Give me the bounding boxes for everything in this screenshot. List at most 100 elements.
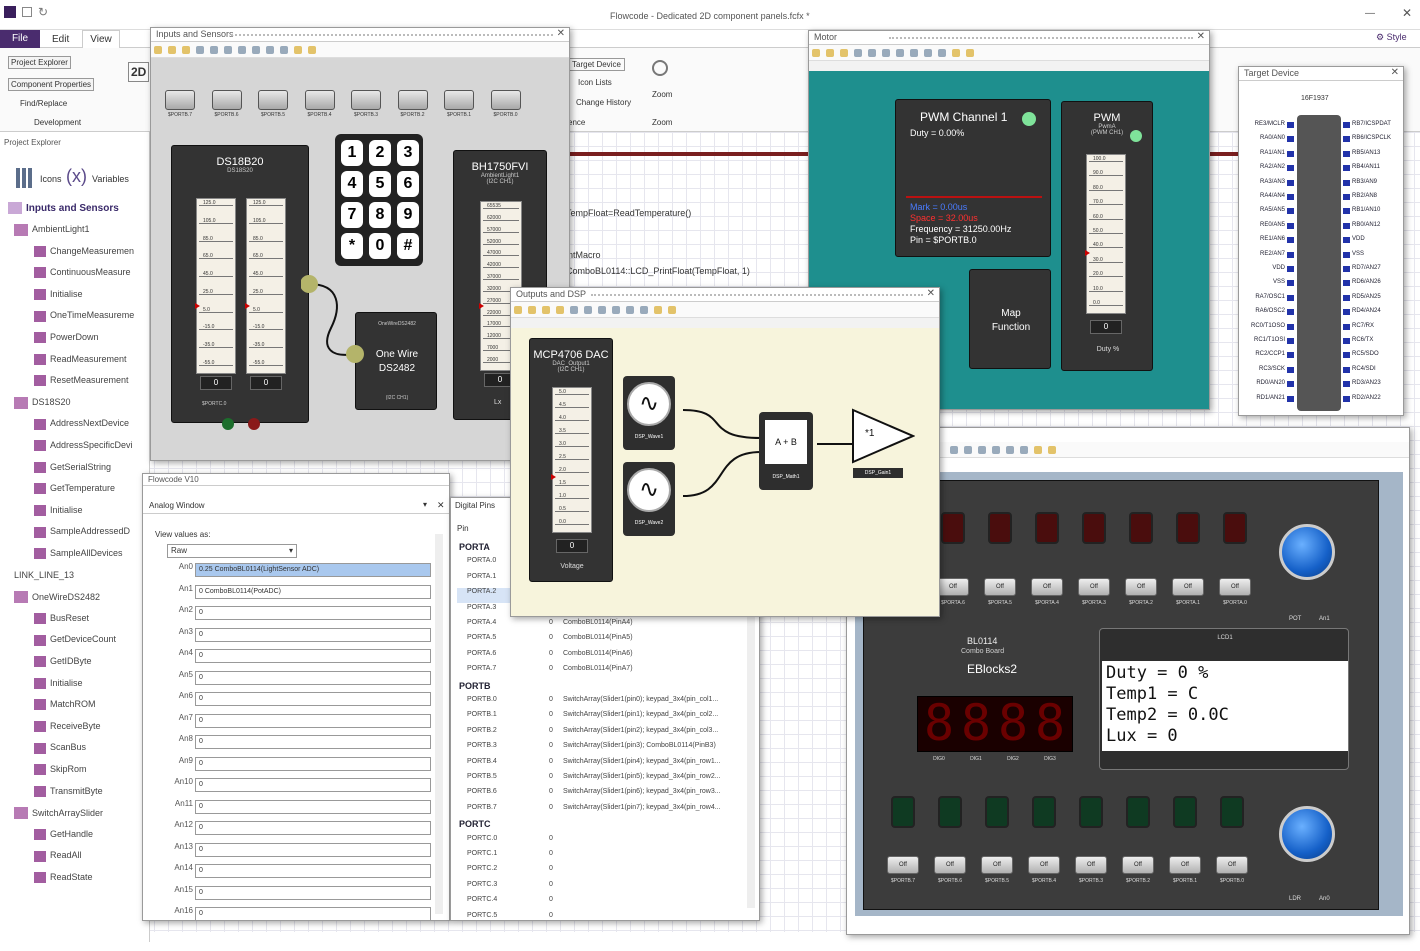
tree-item[interactable]: ReadAll [34, 850, 82, 862]
toggle-switch[interactable] [258, 90, 288, 110]
pin-marker[interactable] [1287, 338, 1294, 344]
push-button[interactable]: Off [937, 578, 969, 596]
analog-value-field[interactable]: 0 [195, 842, 431, 857]
tree-item[interactable]: ReceiveByte [34, 721, 101, 732]
analog-value-field[interactable]: 0 [195, 756, 431, 771]
save-icon[interactable] [22, 7, 32, 17]
analog-value-field[interactable]: 0 [195, 907, 431, 920]
keypad-key[interactable]: 7 [341, 202, 363, 228]
push-button[interactable]: Off [1219, 578, 1251, 596]
tree-item[interactable]: GetTemperature [34, 483, 115, 495]
analog-scrollbar[interactable] [435, 534, 443, 914]
pin-marker[interactable] [1287, 165, 1294, 172]
pin-marker[interactable] [1287, 150, 1294, 157]
port-group[interactable]: PORTC [457, 819, 747, 834]
dsp-gain-block[interactable]: *1 DSP_Gain1 [851, 406, 915, 482]
tree-folder[interactable]: LINK_LINE_13 [14, 570, 74, 580]
pin-marker[interactable] [1287, 194, 1294, 200]
tab-view[interactable]: View [82, 30, 120, 49]
pin-marker[interactable] [1287, 122, 1294, 128]
code-line-3[interactable]: ComboBL0114::LCD_PrintFloat(TempFloat, 1… [566, 266, 750, 276]
pin-marker[interactable] [1343, 309, 1350, 316]
push-button[interactable]: Off [1172, 578, 1204, 596]
analog-value-field[interactable]: 0.25 ComboBL0114(LightSensor ADC) [195, 563, 431, 577]
toggle-switch[interactable] [351, 90, 381, 110]
digital-scrollbar[interactable] [747, 538, 755, 908]
find-replace-button[interactable]: Find/Replace [20, 99, 68, 108]
tree-item[interactable]: SkipRom [34, 764, 87, 776]
tree-item[interactable]: AddressNextDevice [34, 418, 129, 430]
close-icon[interactable]: ✕ [437, 500, 445, 510]
pin-marker[interactable] [1343, 251, 1350, 258]
tab-icons[interactable]: Icons [40, 174, 62, 184]
style-menu[interactable]: ⚙ Style [1376, 32, 1407, 42]
keypad-key[interactable]: 0 [369, 233, 391, 259]
analog-value-field[interactable]: 0 [195, 649, 431, 663]
table-row[interactable]: PORTA.3 [457, 604, 747, 619]
analog-value-field[interactable]: 0 [195, 606, 431, 620]
pin-marker[interactable] [1343, 323, 1350, 330]
tree-item[interactable]: GetDeviceCount [34, 634, 116, 646]
tree-item[interactable]: GetIDByte [34, 656, 92, 668]
pin-marker[interactable] [1287, 208, 1294, 215]
tree-item[interactable]: MatchROM [34, 699, 96, 711]
push-button[interactable]: Off [887, 856, 919, 874]
push-button[interactable]: Off [1125, 578, 1157, 596]
pin-marker[interactable] [1287, 366, 1294, 373]
dsp-math-block[interactable]: A + B DSP_Math1 [759, 412, 813, 490]
tree-item[interactable]: BusReset [34, 613, 89, 624]
pin-marker[interactable] [1343, 381, 1350, 388]
analog-value-field[interactable]: 0 [195, 627, 431, 642]
tree-item[interactable]: OneTimeMeasureme [34, 310, 134, 322]
pin-marker[interactable] [1343, 352, 1350, 359]
table-row[interactable]: PORTA.0 [457, 557, 747, 572]
keypad-key[interactable]: 4 [341, 171, 363, 197]
tree-item[interactable]: GetHandle [34, 829, 93, 840]
tree-folder[interactable]: SwitchArraySlider [14, 807, 103, 820]
pin-marker[interactable] [1287, 136, 1294, 143]
pin-marker[interactable] [1287, 237, 1294, 244]
pin-marker[interactable] [1343, 179, 1350, 186]
pin-marker[interactable] [1287, 222, 1294, 229]
pin-marker[interactable] [1287, 381, 1294, 388]
tree-item[interactable]: ResetMeasurement [34, 375, 129, 387]
push-button[interactable]: Off [1216, 856, 1248, 874]
zoom-button[interactable]: Zoom [652, 90, 673, 99]
push-button[interactable]: Off [984, 578, 1016, 596]
keypad-key[interactable]: 6 [397, 171, 419, 197]
toggle-switch[interactable] [490, 90, 521, 110]
pin-marker[interactable] [1287, 280, 1294, 287]
port-group[interactable]: PORTB [457, 681, 747, 696]
pin-marker[interactable] [1343, 294, 1350, 301]
close-icon[interactable]: ✕ [1402, 6, 1413, 20]
tree-item[interactable]: ReadState [34, 872, 93, 884]
tree-item[interactable]: ReadMeasurement [34, 354, 127, 365]
pin-icon[interactable]: ▾ [423, 500, 428, 509]
redo-icon[interactable]: ↻ [38, 5, 49, 19]
pin-marker[interactable] [1287, 266, 1294, 272]
keypad-key[interactable]: * [341, 233, 363, 259]
push-button[interactable]: Off [934, 856, 966, 874]
tree-item[interactable]: GetSerialString [34, 462, 111, 473]
keypad-key[interactable]: 3 [397, 140, 419, 166]
analog-value-field[interactable]: 0 ComboBL0114(PotADC) [195, 584, 431, 599]
push-button[interactable]: Off [1078, 578, 1110, 596]
push-button[interactable]: Off [981, 856, 1013, 874]
tree-item[interactable]: ChangeMeasuremen [34, 246, 134, 257]
tree-item[interactable]: SampleAllDevices [34, 548, 123, 560]
pin-marker[interactable] [1343, 165, 1350, 172]
keypad-key[interactable]: 8 [369, 202, 391, 228]
pin-marker[interactable] [1343, 194, 1350, 200]
view-select[interactable]: Raw▾ [167, 544, 297, 558]
tab-variables[interactable]: Variables [92, 174, 129, 184]
